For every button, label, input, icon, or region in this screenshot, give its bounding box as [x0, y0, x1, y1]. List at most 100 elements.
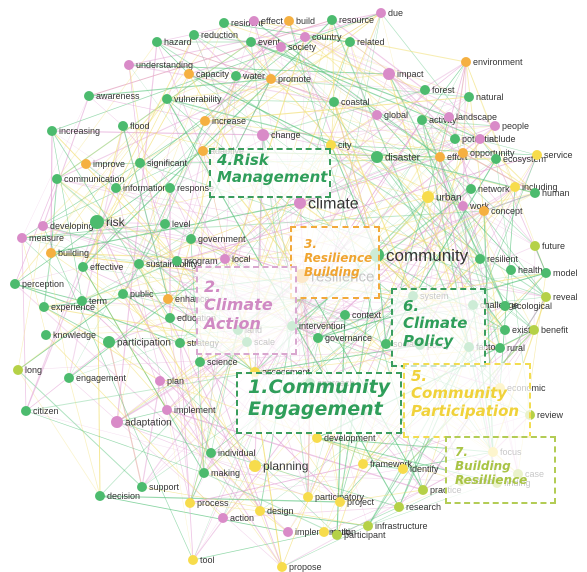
edge [128, 64, 169, 300]
node-dot [103, 336, 115, 348]
node-benefit: benefit [529, 325, 569, 335]
node-promote: promote [266, 74, 311, 84]
node-dot [249, 460, 261, 472]
edge [169, 46, 282, 189]
edge [176, 260, 205, 474]
node-network: network [466, 184, 510, 194]
node-label: support [149, 482, 180, 492]
node-exist: exist [500, 325, 531, 335]
node-dot [491, 154, 501, 164]
edge [388, 73, 450, 118]
node-label: forest [432, 85, 455, 95]
node-label: action [230, 513, 254, 523]
node-label: reveal [553, 292, 578, 302]
edge [25, 410, 205, 474]
node-label: human [542, 188, 570, 198]
node-communication: communication [52, 174, 125, 184]
node-dot [294, 197, 306, 209]
edge [235, 75, 378, 116]
node-dot [218, 513, 228, 523]
node-label: plan [167, 376, 184, 386]
edge [96, 46, 282, 223]
cluster-number: 2. [204, 277, 222, 296]
node-decision: decision [95, 491, 140, 501]
node-dot [319, 527, 329, 537]
edge [189, 502, 261, 512]
edge [21, 237, 27, 412]
cluster-3-resilience-building: 3. Resilience Building [290, 226, 380, 299]
node-label: experience [51, 302, 95, 312]
edge [116, 186, 516, 423]
node-dot [458, 201, 468, 211]
cluster-label: Climate Action [204, 295, 273, 333]
cluster-number: 3. [304, 237, 317, 251]
node-label: ecosystem [503, 154, 546, 164]
edge [333, 101, 414, 297]
node-label: public [130, 289, 154, 299]
node-dot [206, 448, 216, 458]
edge [189, 468, 404, 504]
node-dot [175, 338, 185, 348]
node-dot [313, 333, 323, 343]
node-label: adaptation [125, 418, 172, 429]
cluster-number: 4. [217, 151, 234, 169]
edge [42, 98, 168, 227]
node-dot [95, 491, 105, 501]
node-reveal: reveal [541, 292, 578, 302]
cluster-number: 5. [411, 367, 428, 385]
node-framework: framework [358, 459, 413, 469]
node-dot [335, 497, 345, 507]
node-include: include [475, 134, 516, 144]
node-dot [10, 279, 20, 289]
edge [141, 380, 161, 488]
node-dot [198, 146, 208, 156]
node-dot [376, 8, 386, 18]
node-engagement: engagement [64, 373, 127, 383]
edge [299, 299, 346, 316]
edge [42, 150, 204, 227]
node-improve: improve [81, 159, 125, 169]
edge [439, 156, 536, 247]
edge [50, 252, 181, 344]
node-label: propose [289, 562, 322, 572]
node-label: concept [491, 206, 523, 216]
edge [99, 341, 248, 497]
edge [253, 20, 467, 63]
edge [439, 156, 501, 349]
node-dot [200, 116, 210, 126]
edge [25, 221, 98, 412]
node-label: increasing [59, 126, 100, 136]
node-effective: effective [78, 262, 123, 272]
edge [169, 317, 191, 504]
edge [280, 46, 506, 331]
edge [17, 293, 124, 371]
node-dot [500, 325, 510, 335]
edge [51, 12, 382, 132]
edge [166, 73, 190, 100]
node-dot [417, 115, 427, 125]
edge [188, 73, 535, 331]
edge [139, 41, 351, 164]
node-climate: climate [294, 196, 359, 213]
node-label: term [89, 296, 107, 306]
edge [188, 73, 547, 274]
edge [250, 41, 335, 103]
node-label: government [198, 234, 246, 244]
edge [43, 306, 110, 343]
node-dot [165, 313, 175, 323]
node-dot [111, 416, 123, 428]
node-label: water [242, 71, 265, 81]
edge [189, 463, 364, 504]
node-dot [185, 498, 195, 508]
edge [96, 221, 212, 454]
edge [412, 116, 450, 297]
node-perception: perception [10, 279, 64, 289]
cluster-6-climate-policy: 6. Climate Policy [391, 288, 486, 367]
node-label: design [267, 506, 294, 516]
node-program: program [172, 256, 218, 266]
edge [169, 75, 237, 319]
node-sustainability: sustainability [134, 259, 198, 269]
edge [376, 125, 496, 256]
node-dot [188, 555, 198, 565]
edge [193, 34, 282, 48]
